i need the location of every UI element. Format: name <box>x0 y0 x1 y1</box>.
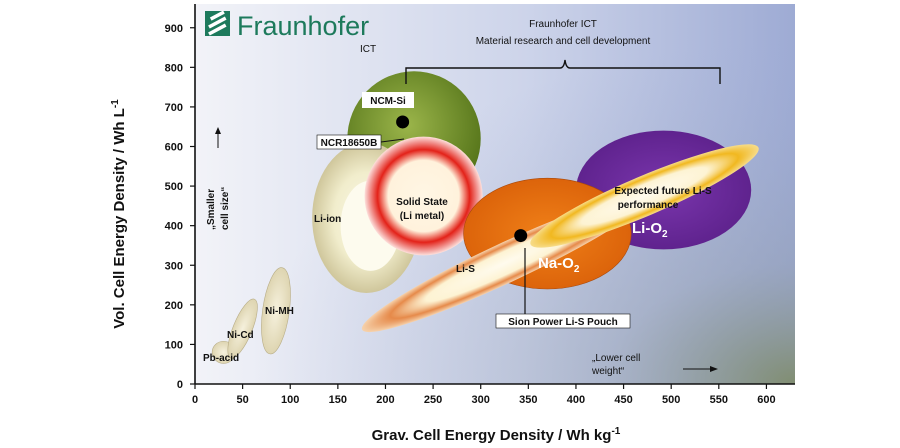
label-li-s: Li-S <box>456 264 475 275</box>
x-tick-label: 200 <box>376 394 394 406</box>
label-future-1: Expected future Li-S <box>614 186 712 197</box>
y-axis-title-main: Vol. Cell Energy Density / Wh L <box>111 108 128 329</box>
x-axis-title-main: Grav. Cell Energy Density / Wh kg <box>372 427 612 444</box>
smaller-label-1: „Smaller <box>206 189 217 230</box>
y-tick-label: 800 <box>165 62 183 74</box>
region-future-li-s <box>530 144 759 248</box>
y-tick-label: 300 <box>165 260 183 272</box>
y-axis-title-sup: -1 <box>110 99 121 108</box>
y-tick-label: 400 <box>165 221 183 233</box>
point-ncr18650b <box>396 115 410 129</box>
x-tick-label: 550 <box>710 394 728 406</box>
region-solid-state <box>364 136 483 256</box>
label-na-o2-main: Na-O <box>538 255 574 272</box>
y-tick-label: 500 <box>165 181 183 193</box>
smaller-label-2: cell size“ <box>220 187 231 230</box>
x-tick-label: 450 <box>614 394 632 406</box>
y-tick-label: 0 <box>177 379 183 391</box>
label-ict: ICT <box>360 44 376 55</box>
label-ncm-si: NCM-Si <box>370 96 406 107</box>
label-li-ion: Li-ion <box>314 214 341 225</box>
x-axis-title-sup: -1 <box>611 426 620 437</box>
label-future-2: performance <box>618 200 679 211</box>
label-ncr: NCR18650B <box>321 138 378 149</box>
label-ncm-si-box <box>362 92 414 108</box>
x-tick-label: 100 <box>281 394 299 406</box>
fraunhofer-logo-text: Fraunhofer <box>237 11 369 41</box>
x-tick-label: 400 <box>567 394 585 406</box>
x-axis-title: Grav. Cell Energy Density / Wh kg-1 <box>372 426 621 444</box>
label-solid-1: Solid State <box>396 197 448 208</box>
label-na-o2-sub: 2 <box>574 264 580 275</box>
lower-label-2: weight“ <box>591 366 624 377</box>
label-pb-acid: Pb-acid <box>203 353 239 364</box>
x-tick-label: 500 <box>662 394 680 406</box>
point-sion-power <box>514 229 528 243</box>
y-tick-label: 900 <box>165 23 183 35</box>
x-tick-label: 250 <box>424 394 442 406</box>
lower-label-1: „Lower cell <box>592 353 640 364</box>
bracket-label-1: Fraunhofer ICT <box>529 19 597 30</box>
fraunhofer-logo: Fraunhofer <box>205 10 369 41</box>
label-ni-cd: Ni-Cd <box>227 330 254 341</box>
label-na-o2: Na-O2 <box>538 255 580 275</box>
y-axis-title: Vol. Cell Energy Density / Wh L-1 <box>110 99 128 329</box>
region-ni-cd <box>227 298 258 359</box>
label-solid-2: (Li metal) <box>400 211 444 222</box>
bracket <box>405 59 721 84</box>
x-tick-label: 50 <box>236 394 248 406</box>
y-tick-label: 200 <box>165 300 183 312</box>
lower-arrow-head <box>710 366 718 372</box>
fraunhofer-logo-mark <box>205 10 230 36</box>
region-ni-mh <box>261 267 291 355</box>
label-sion: Sion Power Li-S Pouch <box>508 317 617 328</box>
label-sion-box <box>495 313 631 329</box>
x-tick-label: 150 <box>329 394 347 406</box>
x-ticks: 0 50 100 150 200 250 300 350 400 450 500 550 600 <box>192 384 776 406</box>
y-ticks: 0 100 200 300 400 500 600 700 800 900 <box>165 23 195 391</box>
label-li-o2-main: Li-O <box>632 220 662 237</box>
label-ni-mh: Ni-MH <box>265 306 294 317</box>
smaller-arrow-head <box>215 127 221 134</box>
x-tick-label: 0 <box>192 394 198 406</box>
x-tick-label: 350 <box>519 394 537 406</box>
bracket-label-2: Material research and cell development <box>476 36 651 47</box>
label-li-o2-sub: 2 <box>662 229 668 240</box>
label-li-o2: Li-O2 <box>632 220 668 240</box>
y-tick-label: 600 <box>165 142 183 154</box>
y-tick-label: 100 <box>165 339 183 351</box>
x-tick-label: 600 <box>757 394 775 406</box>
y-tick-label: 700 <box>165 102 183 114</box>
x-tick-label: 300 <box>472 394 490 406</box>
ncr-leader <box>380 138 405 143</box>
